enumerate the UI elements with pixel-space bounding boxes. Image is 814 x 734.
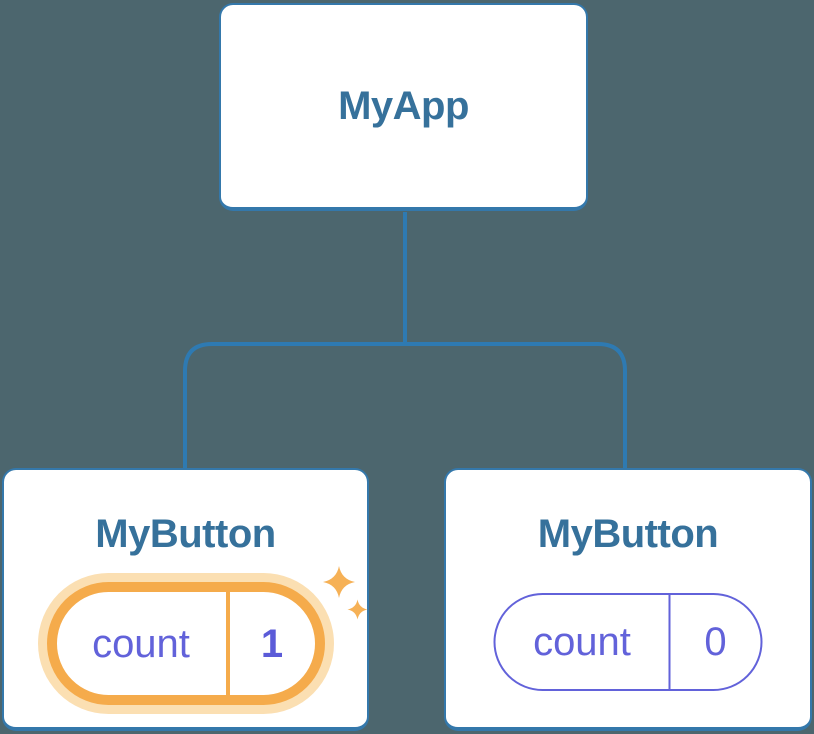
node-mybutton-right: MyButton count 0 bbox=[444, 468, 812, 731]
node-mybutton-left-label: MyButton bbox=[95, 512, 276, 556]
state-pill-highlighted: count 1 bbox=[46, 582, 325, 705]
sparkles-icon bbox=[323, 566, 368, 620]
node-myapp-label: MyApp bbox=[338, 84, 469, 128]
state-pill: count 0 bbox=[493, 593, 763, 691]
node-mybutton-right-label: MyButton bbox=[537, 512, 719, 556]
state-key: count bbox=[57, 592, 230, 695]
state-key: count bbox=[496, 595, 671, 689]
node-mybutton-left: MyButton count 1 bbox=[2, 468, 369, 731]
state-value: 0 bbox=[704, 620, 727, 664]
connector-branch bbox=[183, 342, 627, 470]
sparkle-small bbox=[347, 599, 368, 620]
node-myapp: MyApp bbox=[219, 3, 588, 211]
state-value: 1 bbox=[260, 621, 284, 666]
sparkle-large bbox=[323, 566, 355, 598]
